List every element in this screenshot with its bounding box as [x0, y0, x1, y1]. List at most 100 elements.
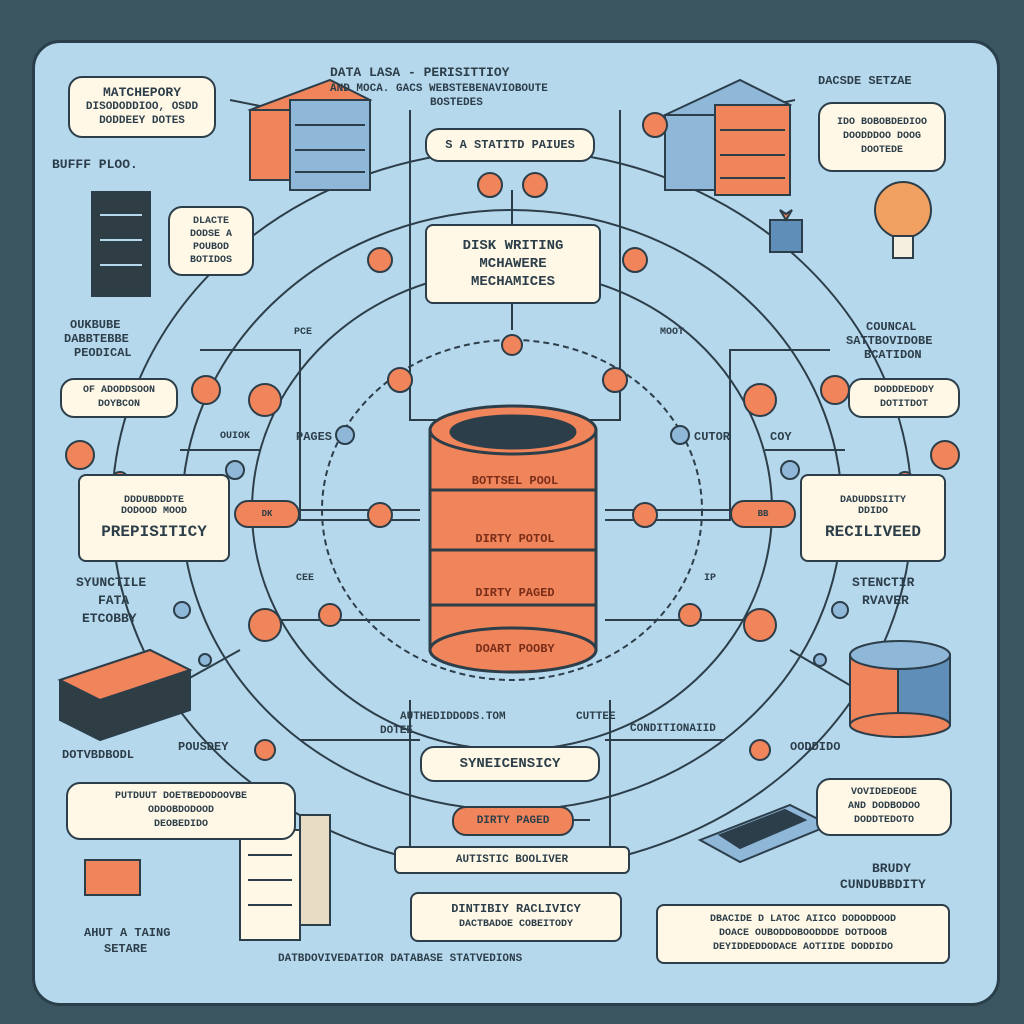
prep-line2: DODOOD MOOD	[120, 506, 187, 517]
dotvbdbodl-label: DOTVBDBODL	[62, 748, 135, 762]
oukbube-line2: DABBTEBBE	[64, 332, 129, 346]
cylinder-band-3: DIRTY PAGED	[475, 586, 555, 600]
node-dot	[501, 334, 523, 356]
node-dot	[387, 367, 413, 393]
center-heading-line2: MCHAWERE	[479, 256, 547, 272]
recliveed-box: DADUDDSIITY DDIDO RECILIVEED	[800, 474, 946, 562]
cuttee-label: CUTTEE	[576, 711, 616, 723]
node-dot	[780, 460, 800, 480]
title-line1: DATA LASA - PERISITTIOY	[330, 65, 510, 80]
cylinder-band-1: BOTTSEL POOL	[471, 474, 559, 488]
small-pill-right: BB	[730, 500, 796, 528]
cutor-label: CUTOR	[694, 430, 731, 444]
recl-line1: DADUDDSIITY	[839, 495, 906, 506]
node-dot	[642, 112, 668, 138]
dbnote-line2: DOACE OUBODDOBOODDDE DOTDOOB	[718, 928, 888, 939]
small-label-pce: PCE	[294, 327, 313, 338]
center-heading-line3: MECHAMICES	[470, 274, 555, 290]
oukbube-line1: OUKBUBE	[70, 318, 121, 332]
node-dot	[173, 601, 191, 619]
storage-cylinder-right-icon	[849, 640, 951, 738]
server-tower-icon	[91, 191, 151, 297]
node-dot	[367, 247, 393, 273]
server-stack-right-icon	[662, 78, 793, 196]
recl-line2: DDIDO	[857, 506, 888, 517]
node-dot	[820, 375, 850, 405]
footer-label: DATBDOVIVEDATIOR DATABASE STATVEDIONS	[278, 953, 523, 965]
node-dot	[930, 440, 960, 470]
of-line1: OF ADODDSOON	[82, 385, 155, 396]
prepisiticy-box: DDDUBDDDTE DODOOD MOOD PREPISITICY	[78, 474, 230, 562]
coun-line1: COUNCAL	[866, 320, 917, 334]
db-note: DBACIDE D LATOC AIICO DODODDOOD DOACE OU…	[656, 904, 950, 964]
disk-drive-left-icon	[57, 648, 193, 742]
lower-note-line1: PUTDUUT DOETBEDODOOVBE	[114, 791, 248, 802]
dacsde-title: DACSDE SETZAE	[818, 74, 912, 88]
node-dot	[670, 425, 690, 445]
brudy-line1: BRUDY	[872, 861, 912, 876]
dacsde-line2: IDO BOBOBDEDIOO	[836, 117, 927, 128]
lower-note-line3: DEOBEDIDO	[153, 819, 208, 830]
title-line3: BOSTEDES	[430, 97, 483, 109]
brudy-line2: CUNDUBBDITY	[840, 877, 926, 892]
of-line2: DOYBCON	[97, 399, 140, 410]
node-dot	[198, 653, 212, 667]
lightbulb-icon	[874, 181, 932, 259]
node-dot	[678, 603, 702, 627]
dlacte-line1: DLACTE	[192, 216, 229, 227]
prep-title: PREPISITICY	[101, 523, 207, 541]
title-line2: AND MOCA. GACS WEBSTEBENAVIOBOUTE	[330, 83, 548, 95]
syn-line2: FATA	[98, 593, 130, 608]
small-label-ck: OUIOK	[220, 431, 251, 442]
node-dot	[522, 172, 548, 198]
node-dot	[743, 608, 777, 642]
syn-line3: ETCOBBY	[82, 611, 137, 626]
server-stack-left-icon	[247, 78, 373, 191]
node-dot	[318, 603, 342, 627]
right-lower-note: VOVIDEDEODE AND DODBODOO DODDTEDOTO	[816, 778, 952, 836]
node-dot	[367, 502, 393, 528]
buffer-pool-label: BUFFF PLOO.	[52, 157, 138, 172]
synchrony-label: SYNEICENSICY	[420, 746, 600, 782]
small-label-ip: IP	[704, 573, 717, 584]
node-dot	[335, 425, 355, 445]
central-database-cylinder-icon	[428, 404, 598, 674]
dlacte-line4: BOTIDOS	[189, 255, 232, 266]
node-dot	[248, 383, 282, 417]
pages-label: PAGES	[296, 430, 333, 444]
ahut-line1: AHUT A TAING	[84, 926, 171, 940]
oukbube-line3: PEODICAL	[74, 346, 132, 360]
sten-line1: STENCTIR	[852, 575, 915, 590]
dacsde-note: IDO BOBOBDEDIOO DOODDDOO DOOG DOOTEDE	[818, 102, 946, 172]
node-dot	[813, 653, 827, 667]
dint-line2: DACTBADOE COBEITODY	[458, 919, 574, 930]
dlacte-note: DLACTE DODSE A POUBOD BOTIDOS	[168, 206, 254, 276]
gift-box-icon	[769, 209, 803, 253]
node-dots	[65, 112, 960, 761]
dint-line1: DINTIBIY RACLIVICY	[451, 902, 581, 916]
right-note-line1: VOVIDEDEODE	[850, 787, 917, 798]
conditionaid-label: CONDITIONAIID	[630, 723, 716, 735]
node-dot	[254, 739, 276, 761]
dbnote-line1: DBACIDE D LATOC AIICO DODODDOOD	[709, 914, 897, 925]
of-note: OF ADODDSOON DOYBCON	[60, 378, 178, 418]
dlacte-line3: POUBOD	[192, 242, 229, 253]
right-small-label: OODDIDO	[790, 740, 841, 754]
node-dot	[477, 172, 503, 198]
dacsde-line3: DOODDDOO DOOG	[842, 131, 921, 142]
node-dot	[248, 608, 282, 642]
matchepory-title: MATCHEPORY	[102, 85, 181, 100]
lower-left-note: PUTDUUT DOETBEDODOOVBE ODDOBDODOOD DEOBE…	[66, 782, 296, 840]
cylinder-band-4: DOART POOBY	[475, 642, 555, 656]
auth-line1: AUTHEDIDDODS.TOM	[400, 711, 506, 723]
prep-line1: DDDUBDDDTE	[123, 495, 184, 506]
cylinder-band-2: DIRTY POTOL	[475, 532, 555, 546]
node-dot	[622, 247, 648, 273]
node-dot	[743, 383, 777, 417]
dirty-pages-pill: DIRTY PAGED	[452, 806, 574, 836]
dd-line1: DODDDEDODY	[873, 385, 934, 396]
sten-line2: RVAVER	[862, 593, 909, 608]
coy-label: COY	[770, 430, 792, 444]
node-dot	[749, 739, 771, 761]
coun-line3: BCATIDON	[864, 348, 922, 362]
